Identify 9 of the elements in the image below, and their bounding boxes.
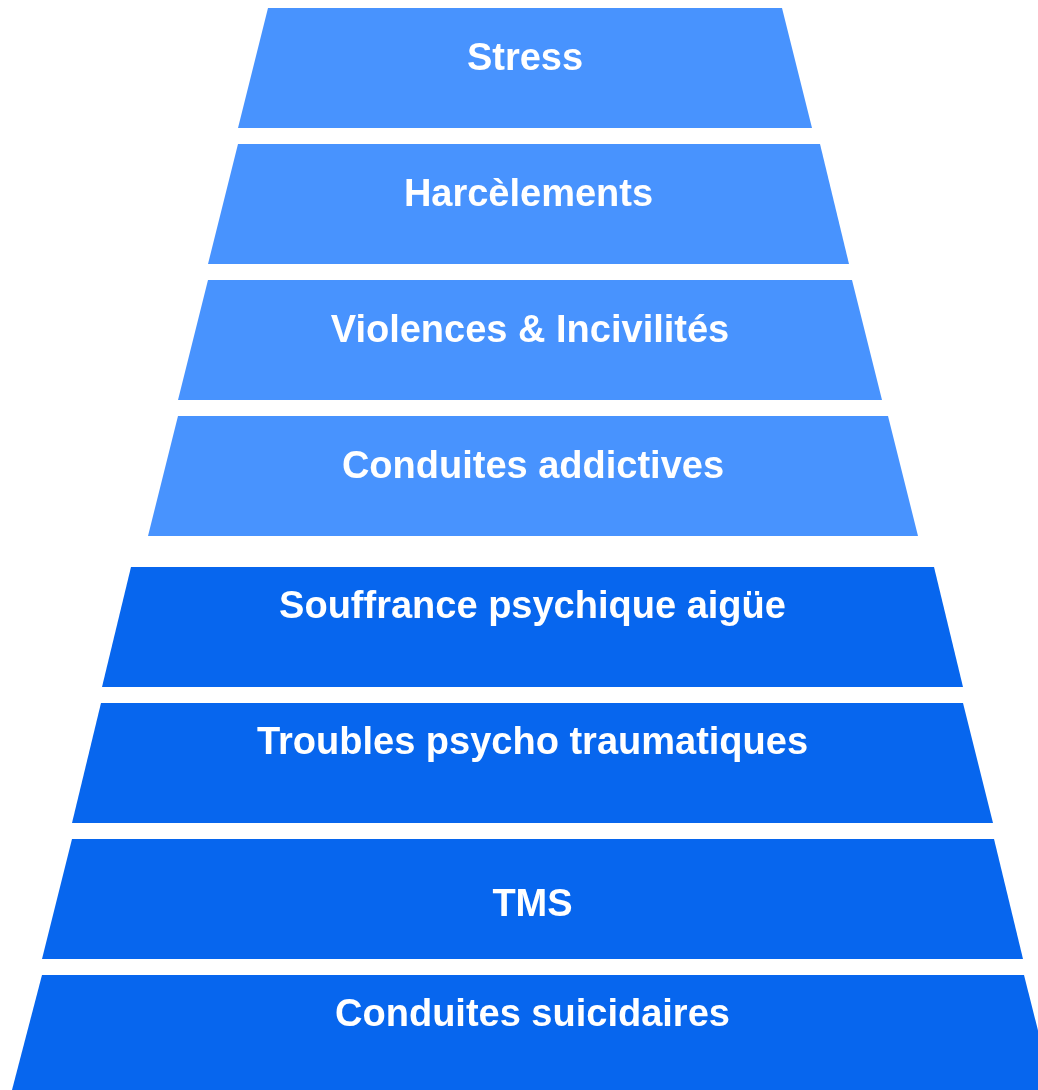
tier-label: Souffrance psychique aigüe xyxy=(279,583,786,627)
tier-label: Conduites suicidaires xyxy=(335,991,730,1035)
tier-label: TMS xyxy=(492,881,573,925)
tier-label: Stress xyxy=(466,35,584,79)
tier-label: Troubles psycho traumatiques xyxy=(256,719,809,763)
tier-label: Conduites addictives xyxy=(341,443,725,487)
tier-label: Violences & Incivilités xyxy=(330,307,730,351)
tier-label: Harcèlements xyxy=(403,171,654,215)
pyramid-tier xyxy=(12,975,1038,1090)
